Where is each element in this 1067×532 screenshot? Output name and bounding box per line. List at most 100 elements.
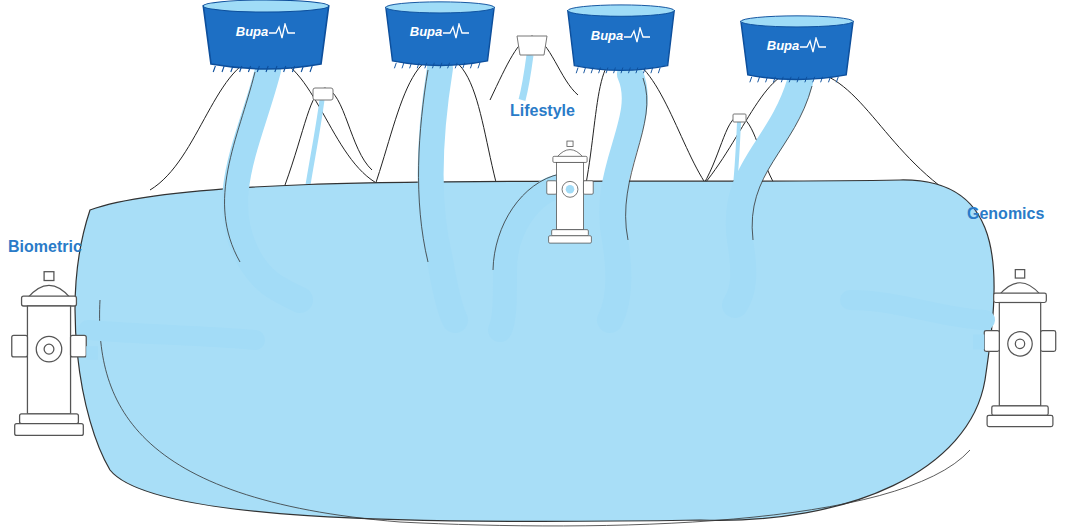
bucket-fringe (222, 66, 224, 72)
water-stream (610, 74, 635, 320)
bucket-fringe (463, 63, 465, 69)
heartbeat-line (799, 37, 827, 53)
hydrant-water (86, 346, 98, 360)
water-streams (88, 68, 985, 340)
bucket-logo: Bupa (738, 37, 856, 53)
mountain-outline (490, 36, 578, 100)
bucket-water (741, 16, 853, 27)
source-label: Lifestyle (510, 102, 575, 120)
bucket-body (203, 6, 328, 69)
hydrant-part (27, 306, 70, 414)
small-cup (313, 88, 333, 100)
bucket-fringe (275, 66, 277, 72)
hydrant-parts (547, 141, 593, 243)
bucket-body (386, 7, 494, 65)
bucket-fringe (821, 77, 823, 83)
hydrant-part (1015, 270, 1024, 278)
bupa-bucket: Bupa (565, 3, 677, 77)
hydrant-part (44, 344, 54, 354)
bucket-fringe (758, 77, 760, 83)
bucket-fringe (766, 77, 768, 83)
hydrant-part (547, 181, 557, 194)
bucket-logo: Bupa (565, 27, 677, 43)
hydrant-water (566, 185, 575, 194)
bucket-logo: Bupa (383, 23, 497, 39)
data-hydrant: Lifestyle (505, 102, 615, 247)
hydrant-part (36, 336, 61, 361)
bucket-fringe (773, 77, 775, 83)
hydrant-part (984, 331, 999, 352)
fire-hydrant (0, 266, 98, 444)
heartbeat-path (269, 24, 295, 38)
bucket-fringe (402, 63, 404, 69)
hydrant-part (553, 156, 587, 162)
bupa-bucket: Bupa (200, 0, 332, 76)
bucket-fringe (240, 66, 242, 72)
bucket-fringe (455, 63, 457, 69)
bucket-fringe (636, 68, 638, 74)
bucket-fringe (658, 68, 660, 74)
bupa-bucket: Bupa (383, 0, 497, 72)
stream-edge (626, 78, 647, 240)
bucket-fringe (836, 77, 838, 83)
bucket-fringe (813, 77, 815, 83)
hydrant-parts (984, 270, 1055, 427)
bucket-fringe (584, 68, 586, 74)
bucket-water (386, 2, 494, 13)
bucket-fringe (614, 68, 616, 74)
bucket-fringe (448, 63, 450, 69)
bucket-fringe (621, 68, 623, 74)
hydrant-part (44, 272, 54, 281)
bucket-fringe (425, 63, 427, 69)
bucket-fringe (576, 68, 578, 74)
brand-label: Bupa (410, 24, 443, 39)
bucket-fringe (797, 77, 799, 83)
bucket-fringe (643, 68, 645, 74)
stream-sketch-lines (225, 70, 812, 270)
small-cup (733, 114, 746, 122)
hydrant-part (999, 303, 1040, 406)
hydrant-part (20, 414, 79, 424)
small-stream (522, 55, 530, 100)
bucket-fringe (789, 77, 791, 83)
heartbeat-path (624, 28, 650, 42)
hydrant-part (992, 406, 1048, 415)
bucket-fringe (231, 66, 233, 72)
brand-label: Bupa (591, 28, 624, 43)
hydrant-part (562, 181, 578, 197)
hydrant-part (994, 293, 1047, 302)
stream-edge (493, 174, 560, 270)
heartbeat-line (442, 23, 470, 39)
data-hydrant: Genomics (955, 205, 1067, 455)
bucket-fringe (750, 77, 752, 83)
hydrant-part (549, 236, 592, 243)
bucket-fringe (417, 63, 419, 69)
hydrant-parts (12, 272, 86, 436)
brand-label: Bupa (767, 38, 800, 53)
fire-hydrant (973, 247, 1067, 452)
bucket-logo: Bupa (200, 23, 332, 39)
bucket-fringe (301, 66, 303, 72)
bucket-fringe (266, 66, 268, 72)
bucket-fringe (805, 77, 807, 83)
stream-edge (419, 70, 428, 262)
data-hydrant: Biometric (0, 238, 135, 448)
hydrant-part (22, 296, 77, 306)
hydrant-part (567, 141, 573, 147)
bupa-bucket: Bupa (738, 14, 856, 86)
bucket-fringe (599, 68, 601, 74)
water-pool (75, 180, 994, 522)
hydrant-part (557, 162, 584, 229)
fire-hydrant (537, 138, 603, 248)
bucket-fringe (628, 68, 630, 74)
water-stream (735, 82, 800, 305)
small-cups (308, 36, 746, 185)
bucket-water (203, 0, 328, 12)
stream-edge (225, 72, 255, 262)
mountain-outline (285, 88, 372, 185)
source-label: Biometric (8, 238, 82, 256)
bucket-fringe (781, 77, 783, 83)
bucket-fringe (257, 66, 259, 72)
bucket-body (741, 21, 853, 79)
